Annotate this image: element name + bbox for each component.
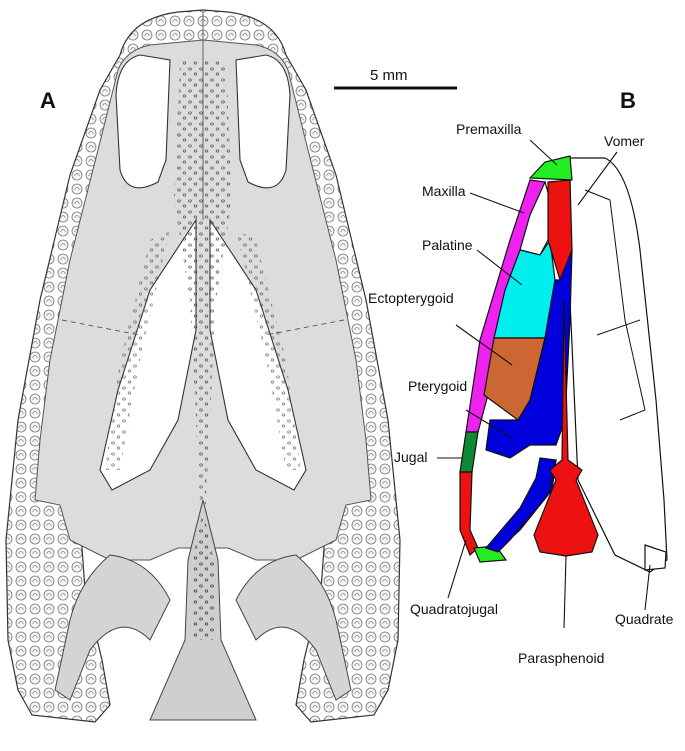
- dashed-suture-left: [61, 319, 141, 336]
- right-choana: [235, 54, 291, 189]
- panel-b-diagram: B: [368, 88, 674, 666]
- jugal-label: Jugal: [394, 449, 427, 465]
- quadratojugal-leader: [447, 539, 467, 599]
- parasphenoid-leader: [563, 555, 567, 629]
- left-quadrate-ramus: [54, 554, 171, 701]
- jugal-shape: [459, 431, 479, 473]
- panel-b-letter: B: [620, 88, 636, 113]
- premaxilla-label: Premaxilla: [456, 121, 522, 137]
- right-half-inner-suture: [584, 189, 646, 421]
- left-pterygoid-denticles: [105, 230, 170, 470]
- quadrate-label: Quadrate: [615, 611, 674, 627]
- vomer-denticle-field: [174, 60, 232, 560]
- vomer-label: Vomer: [604, 133, 645, 149]
- right-pterygoid-denticles: [236, 230, 301, 470]
- scale-bar: 5 mm: [334, 67, 457, 90]
- premaxilla-shape: [528, 155, 573, 181]
- maxilla-label: Maxilla: [422, 183, 466, 199]
- quadrate-leader: [644, 564, 651, 611]
- ectopterygoid-leader: [455, 324, 513, 366]
- right-half-outline: [569, 157, 668, 573]
- quadrate-shape: [644, 544, 667, 571]
- right-quadrate-ramus: [235, 554, 352, 701]
- panel-a-drawing: A: [5, 9, 401, 723]
- palatine-leader: [476, 249, 523, 286]
- panel-a-letter: A: [40, 88, 56, 113]
- parasphenoid-label: Parasphenoid: [518, 650, 604, 666]
- parasphenoid-denticle-ridge: [192, 510, 214, 640]
- maxilla-leader: [469, 192, 525, 214]
- scale-bar-label: 5 mm: [370, 67, 408, 84]
- palatine-label: Palatine: [422, 237, 473, 253]
- premaxilla-leader: [529, 139, 558, 166]
- dashed-suture-right: [265, 319, 345, 336]
- quadratojugal-shape: [459, 471, 479, 557]
- pterygoid-label: Pterygoid: [408, 378, 467, 394]
- pterygoid-leader: [465, 409, 513, 439]
- vomer-leader: [577, 151, 618, 206]
- quadratojugal-label: Quadratojugal: [410, 601, 498, 617]
- left-choana: [115, 54, 171, 189]
- ectopterygoid-label: Ectopterygoid: [368, 290, 454, 306]
